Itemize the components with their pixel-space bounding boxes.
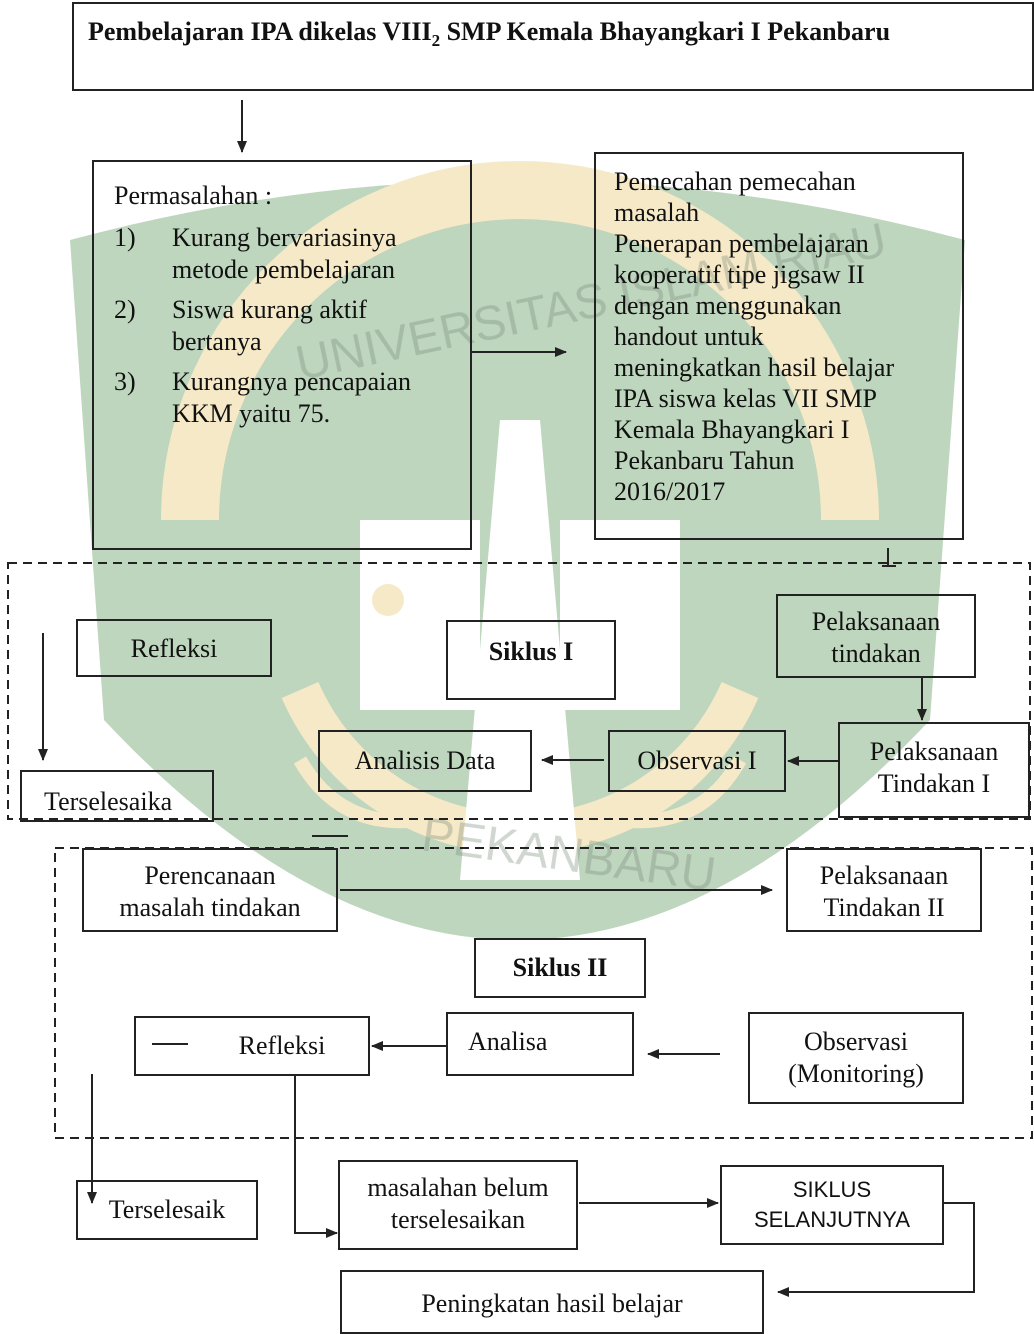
arrow-refleksi-to-belum (294, 1076, 338, 1238)
perencanaan-line1: Perencanaan (144, 861, 276, 890)
belum-line2: terselesaikan (390, 1205, 526, 1234)
perencanaan-line2: masalah tindakan (119, 893, 301, 922)
solution-line: handout untuk (614, 322, 764, 351)
siklus-ii-label: Siklus II (512, 953, 608, 982)
pelaksanaan-line2: tindakan (831, 639, 921, 668)
siklus-ii-box: Siklus II (474, 938, 646, 998)
solution-line: Pekanbaru Tahun (614, 446, 795, 475)
observasi-ii-line2: (Monitoring) (788, 1059, 924, 1088)
solution-line: kooperatif tipe jigsaw II (614, 260, 865, 289)
arrow-siklus-to-peningkatan (777, 1202, 975, 1297)
problem-line: Kurangnya pencapaian (172, 367, 411, 396)
problem-item: 1) Kurang bervariasinya metode pembelajara… (114, 222, 460, 286)
problem-line: KKM yaitu 75. (172, 399, 331, 428)
solution-line: Penerapan pembelajaran (614, 229, 869, 258)
refleksi-box-cycle1: Refleksi (76, 619, 272, 677)
refleksi-label: Refleksi (130, 634, 218, 663)
observasi-i-label: Observasi I (637, 746, 757, 775)
siklus-selanjutnya-line2: SELANJUTNYA (753, 1207, 911, 1232)
pelaksanaan-ii-line2: Tindakan II (823, 893, 945, 922)
siklus-i-label: Siklus I (488, 637, 574, 666)
siklus-selanjutnya-box: SIKLUS SELANJUTNYA (720, 1165, 944, 1245)
problem-item: 2) Siswa kurang aktif bertanya (114, 294, 460, 358)
title-box: Pembelajaran IPA dikelas VIII2 SMP Kemal… (72, 2, 1034, 91)
analisa-box: Analisa (446, 1012, 634, 1076)
observasi-monitoring-box: Observasi (Monitoring) (748, 1012, 964, 1104)
observasi-i-box: Observasi I (608, 730, 786, 792)
peningkatan-label: Peningkatan hasil belajar (421, 1289, 683, 1318)
analisa-label: Analisa (468, 1027, 548, 1056)
analisis-data-label: Analisis Data (354, 746, 496, 775)
terselesaika-box: Terselesaika (20, 770, 214, 822)
pelaksanaan-ii-line1: Pelaksanaan (819, 861, 949, 890)
terselesaika-label: Terselesaika (44, 787, 173, 816)
problems-heading: Permasalahan : (114, 181, 273, 210)
pelaksanaan-i-line1: Pelaksanaan (869, 737, 999, 766)
perencanaan-box: Perencanaan masalah tindakan (82, 848, 338, 932)
problem-number: 2) (114, 295, 136, 324)
solution-line: dengan menggunakan (614, 291, 842, 320)
terselesaik-box: Terselesaik (76, 1180, 258, 1240)
belum-line1: masalahan belum (367, 1173, 549, 1202)
page-title: Pembelajaran IPA dikelas VIII2 SMP Kemal… (88, 17, 891, 51)
observasi-ii-line1: Observasi (804, 1027, 908, 1056)
pelaksanaan-tindakan-ii-box: Pelaksanaan Tindakan II (786, 848, 982, 932)
problem-line: metode pembelajaran (172, 255, 396, 284)
problem-number: 1) (114, 223, 136, 252)
problem-line: bertanya (172, 327, 262, 356)
problems-list: 1) Kurang bervariasinya metode pembelajara… (114, 222, 460, 430)
cycle2-dashed-frame (54, 847, 1033, 1139)
solution-line: masalah (614, 198, 700, 227)
refleksi-ii-label: Refleksi (238, 1031, 326, 1060)
solution-line: IPA siswa kelas VII SMP (614, 384, 877, 413)
analisis-data-box: Analisis Data (318, 730, 532, 792)
pelaksanaan-tindakan-i-box: Pelaksanaan Tindakan I (838, 722, 1030, 818)
problem-line: Kurang bervariasinya (172, 223, 397, 252)
pelaksanaan-i-line2: Tindakan I (877, 769, 991, 798)
refleksi-box-cycle2: Refleksi (134, 1016, 370, 1076)
problem-line: Siswa kurang aktif (172, 295, 367, 324)
solution-line: meningkatkan hasil belajar (614, 353, 895, 382)
problems-box: Permasalahan : 1) Kurang bervariasinya met… (92, 160, 472, 550)
pelaksanaan-line1: Pelaksanaan (811, 607, 941, 636)
problem-number: 3) (114, 367, 136, 396)
belum-terselesaikan-box: masalahan belum terselesaikan (338, 1160, 578, 1250)
solution-line: Pemecahan pemecahan (614, 167, 856, 196)
terselesaik-label: Terselesaik (108, 1195, 226, 1224)
siklus-i-box: Siklus I (446, 620, 616, 700)
cycle1-dashed-frame (7, 562, 1031, 820)
solution-line: 2016/2017 (614, 477, 726, 506)
pelaksanaan-tindakan-box: Pelaksanaan tindakan (776, 594, 976, 678)
peningkatan-box: Peningkatan hasil belajar (340, 1270, 764, 1334)
siklus-selanjutnya-line1: SIKLUS (792, 1177, 872, 1202)
solution-line: Kemala Bhayangkari I (614, 415, 850, 444)
